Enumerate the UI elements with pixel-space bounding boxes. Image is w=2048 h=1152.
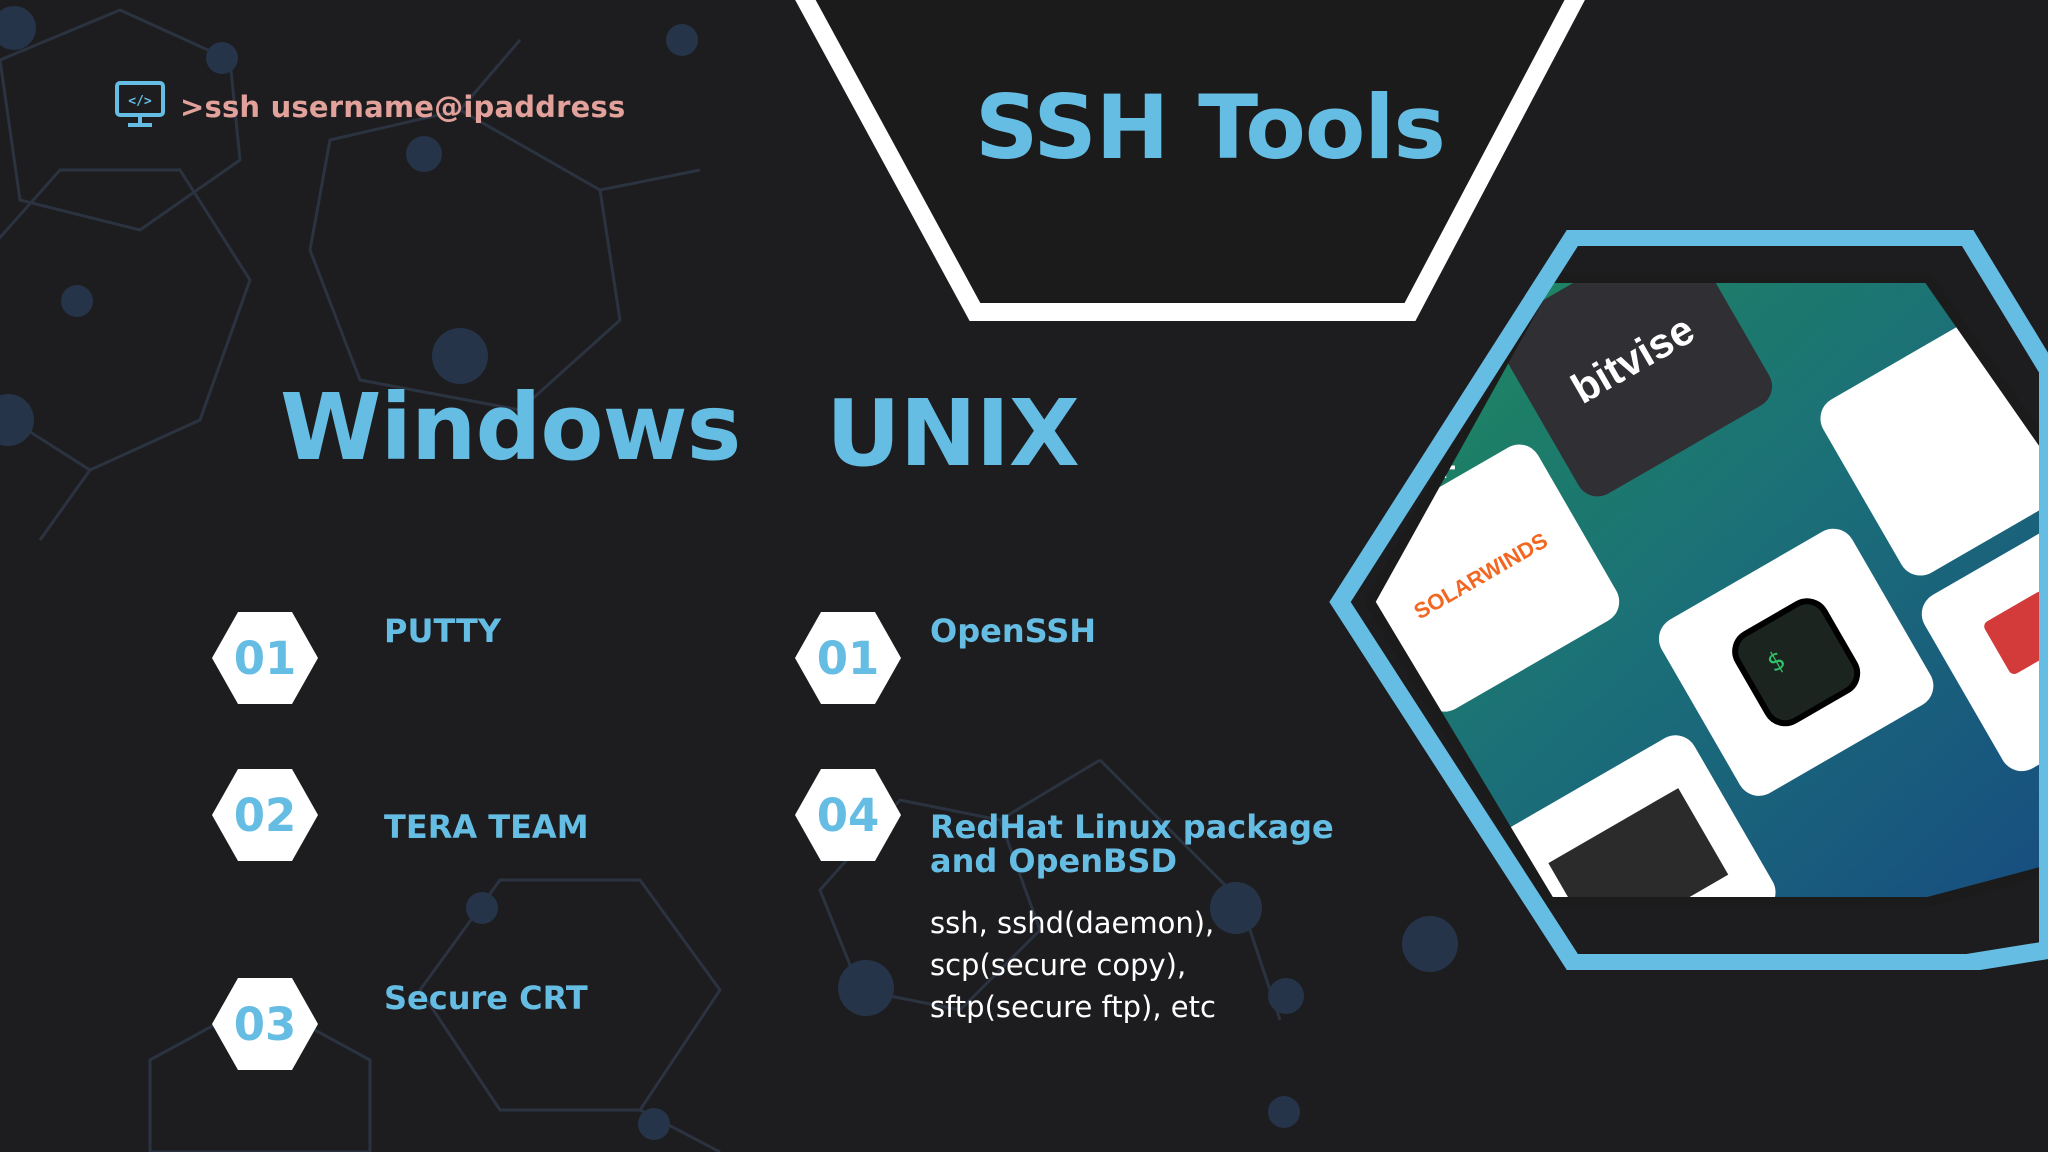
unix-item-2-number: 04 bbox=[816, 788, 880, 842]
windows-heading: Windows bbox=[280, 374, 741, 481]
putty-icon bbox=[1320, 726, 1350, 804]
description-line: sftp(secure ftp), etc bbox=[930, 990, 1216, 1024]
command-header: </> >ssh username@ipaddress bbox=[114, 80, 625, 134]
ssh-command-text: >ssh username@ipaddress bbox=[180, 90, 626, 124]
bitvise-tile bbox=[1497, 278, 1773, 497]
unix-heading: UNIX bbox=[826, 380, 1080, 487]
unix-item-1-badge: 01 bbox=[793, 610, 903, 706]
unix-item-1-label: OpenSSH bbox=[930, 612, 1097, 650]
unix-item-2-description: ssh, sshd(daemon), scp(secure copy), sft… bbox=[930, 902, 1216, 1028]
page-title: SSH Tools bbox=[975, 76, 1446, 179]
svg-text:</>: </> bbox=[128, 94, 152, 109]
monitor-code-icon: </> bbox=[114, 80, 166, 134]
console-screenshot bbox=[1548, 788, 1729, 902]
description-line: scp(secure copy), bbox=[930, 948, 1187, 982]
unix-item-1-number: 01 bbox=[816, 631, 880, 685]
windows-item-2-label: TERA TEAM bbox=[384, 808, 589, 846]
windows-item-1-label: PUTTY bbox=[384, 612, 501, 650]
terminal-icon bbox=[1732, 598, 1861, 727]
windows-item-1-badge: 01 bbox=[210, 610, 320, 706]
unix-item-2-label: RedHat Linux package and OpenBSD bbox=[930, 808, 1334, 880]
windows-item-2-number: 02 bbox=[233, 788, 297, 842]
windows-item-2-badge: 02 bbox=[210, 767, 320, 863]
windows-item-3-number: 03 bbox=[233, 997, 297, 1051]
extra-tile-2 bbox=[1921, 503, 2048, 772]
windows-item-3-label: Secure CRT bbox=[384, 979, 588, 1017]
ssh-tools-collage: bitvise SOLARWINDS $ + bbox=[1320, 230, 2048, 970]
windows-item-3-badge: 03 bbox=[210, 976, 320, 1072]
unix-item-2-badge: 04 bbox=[793, 767, 903, 863]
title-hexagon-frame bbox=[795, 0, 1585, 321]
description-line: ssh, sshd(daemon), bbox=[930, 906, 1215, 940]
windows-item-1-number: 01 bbox=[233, 631, 297, 685]
